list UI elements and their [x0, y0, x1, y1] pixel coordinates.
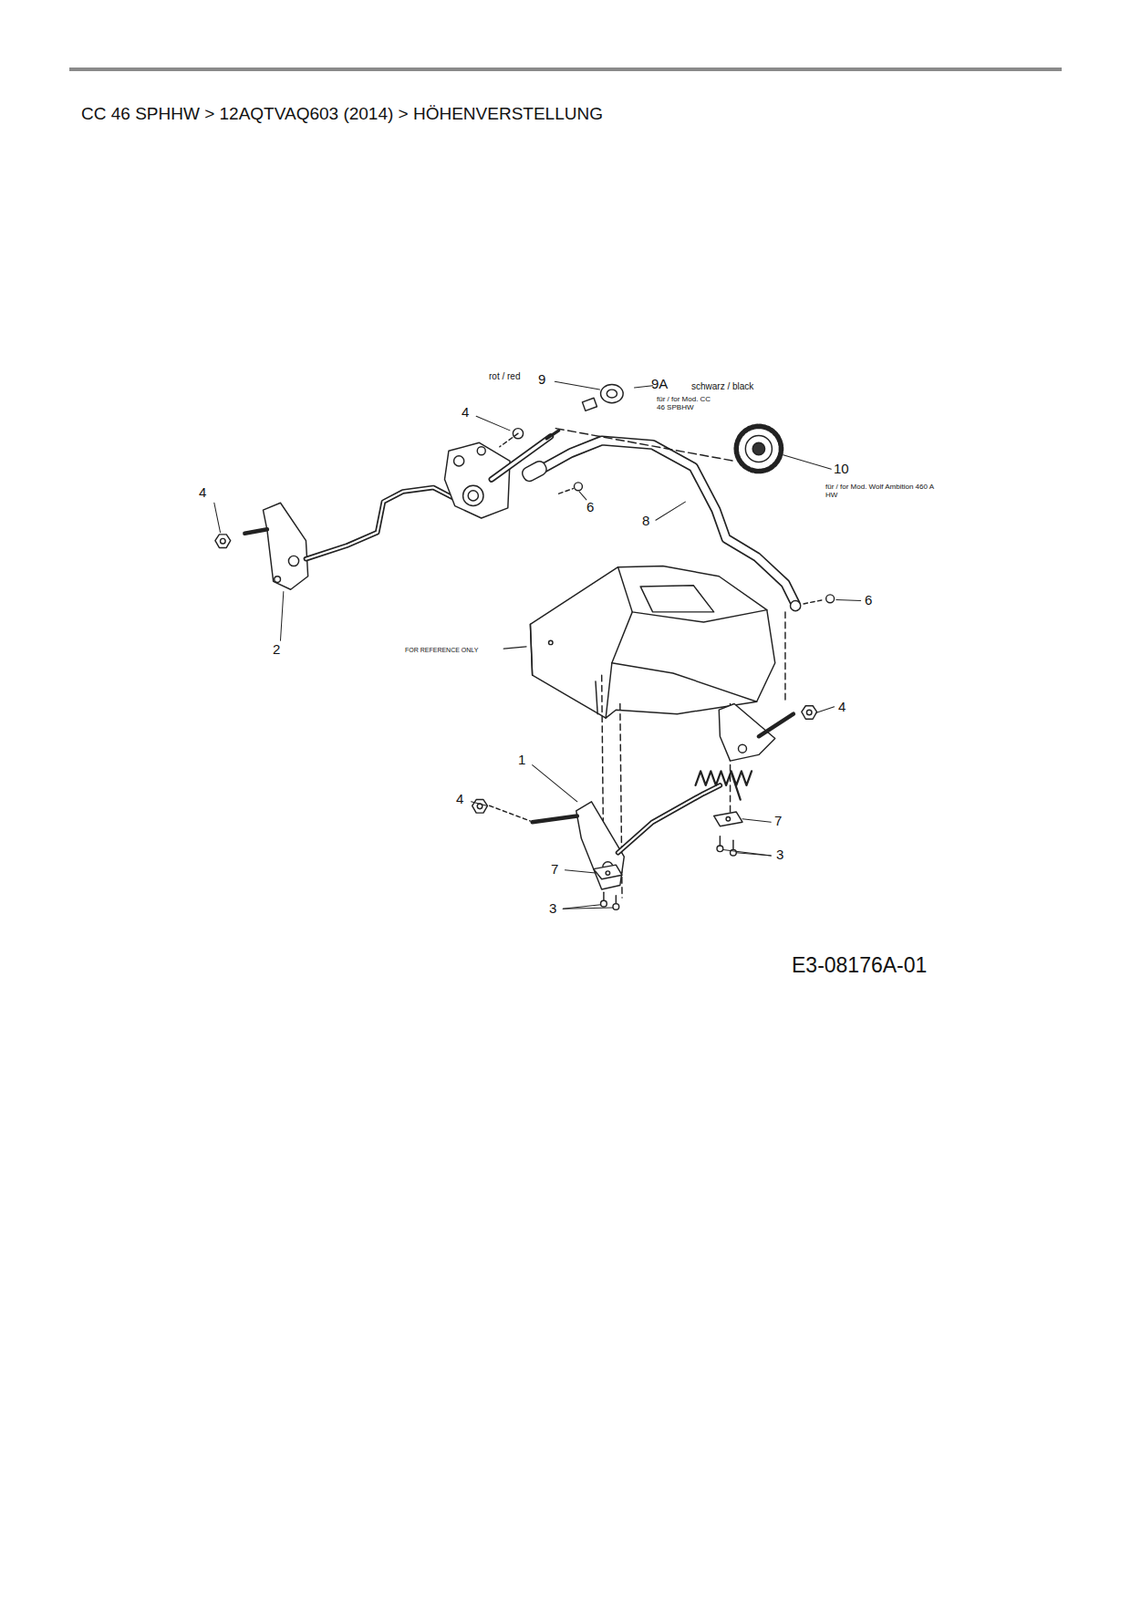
- callout-number: 6: [864, 592, 872, 609]
- callout-number: 7: [774, 813, 782, 830]
- model-note: für / for Mod. CC 46 SPBHW: [656, 395, 716, 413]
- breadcrumb-title: CC 46 SPHHW > 12AQTVAQ603 (2014) > HÖHEN…: [81, 103, 603, 125]
- model-note: für / for Mod. Wolf Ambition 460 A HW: [825, 483, 935, 500]
- callout-number: 4: [198, 485, 207, 501]
- color-note: schwarz / black: [691, 381, 754, 392]
- callout-number: 3: [549, 901, 557, 917]
- top-rule: [69, 67, 1062, 72]
- callout-number: 10: [833, 461, 850, 478]
- callout-number: 4: [838, 699, 846, 716]
- callout-number: 4: [461, 404, 469, 421]
- callout-number: 2: [272, 642, 281, 658]
- callout-number: 7: [550, 861, 559, 878]
- callout-number: 9A: [651, 376, 668, 393]
- color-note: rot / red: [488, 371, 520, 382]
- reference-note: FOR REFERENCE ONLY: [404, 646, 478, 654]
- drawing-number: E3-08176A-01: [791, 954, 927, 977]
- callout-number: 8: [642, 513, 650, 530]
- callout-number: 1: [518, 752, 526, 768]
- callout-number: 9: [538, 372, 546, 388]
- callout-number: 3: [776, 847, 784, 863]
- callout-number: 6: [586, 499, 594, 516]
- height-adjust-assembly: [214, 381, 862, 910]
- callout-number: 4: [456, 791, 464, 808]
